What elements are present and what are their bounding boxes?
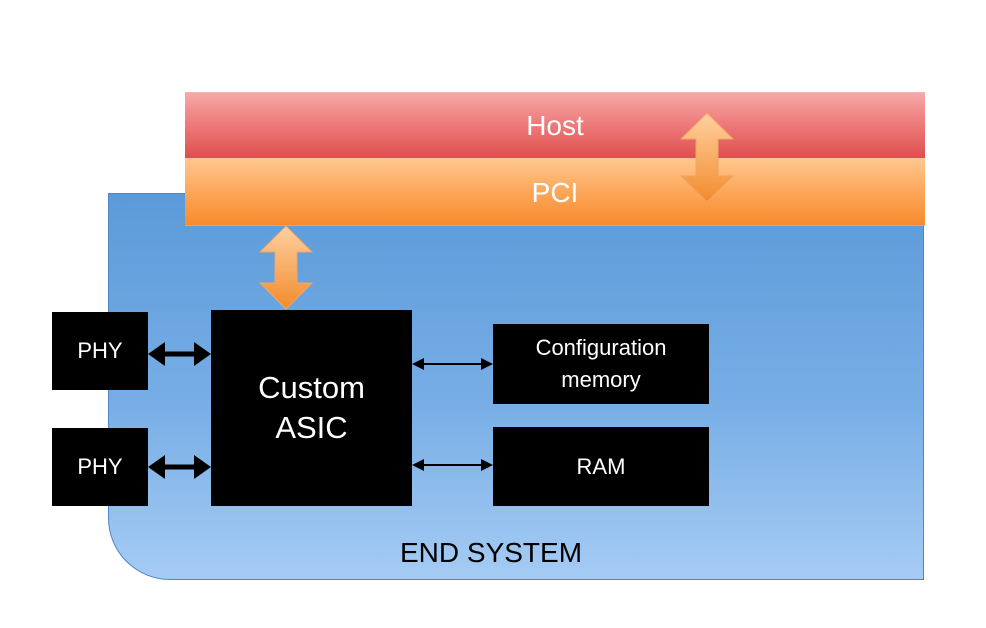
host-pci-link-arrow [679, 112, 735, 203]
pci-asic-link-arrow [258, 225, 314, 310]
pci-bar: PCI [185, 158, 925, 226]
host-bar: Host [185, 92, 925, 158]
end-system-label: END SYSTEM [400, 537, 583, 568]
asic-ram-link-arrow [412, 459, 493, 471]
custom-asic-block: Custom ASIC [211, 310, 412, 506]
asic-config-link-arrow [412, 358, 493, 370]
configuration-memory-label: Configuration memory [535, 335, 667, 392]
phy-bottom-block: PHY [52, 428, 148, 506]
phy-bottom-label: PHY [77, 454, 123, 479]
host-label: Host [526, 110, 584, 141]
custom-asic-label: Custom ASIC [258, 370, 365, 445]
phy-top-block: PHY [52, 312, 148, 390]
ram-label: RAM [576, 453, 626, 479]
configuration-memory-block: Configuration memory [493, 324, 709, 404]
pci-label: PCI [531, 177, 579, 208]
ram-block: RAM [493, 427, 709, 506]
phy-top-asic-link-arrow [148, 342, 211, 366]
phy-bottom-asic-link-arrow [148, 455, 211, 479]
phy-top-label: PHY [77, 338, 123, 363]
